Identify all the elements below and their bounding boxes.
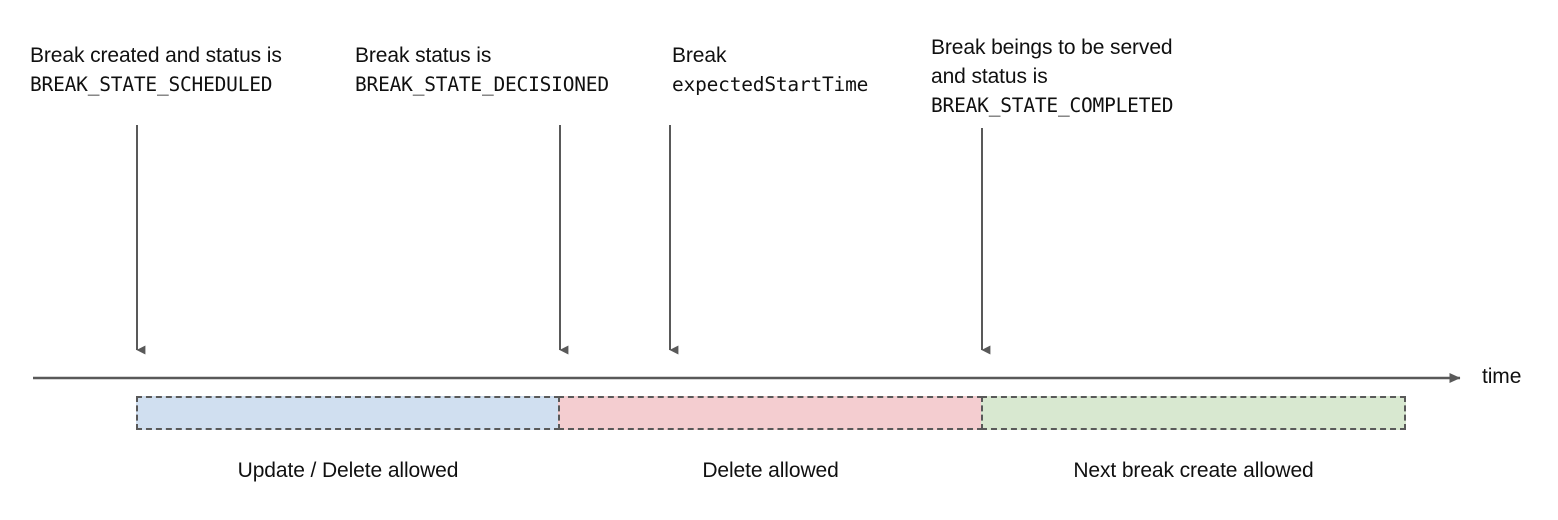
annotation-field-name: expectedStartTime [672, 73, 869, 96]
annotation-break-created: Break created and status is BREAK_STATE_… [30, 41, 282, 99]
phase-caption-scheduled: Update / Delete allowed [237, 459, 459, 482]
annotation-state-constant: BREAK_STATE_COMPLETED [931, 94, 1174, 117]
annotation-break-decisioned: Break status is BREAK_STATE_DECISIONED [355, 41, 609, 99]
annotation-expected-start-time: Break expectedStartTime [672, 41, 868, 99]
annotation-line: Break created and status is [30, 44, 282, 67]
annotation-line: Break beings to be served [931, 36, 1173, 59]
phase-caption-completed: Next break create allowed [1073, 459, 1314, 482]
phase-caption-decisioned: Delete allowed [702, 459, 839, 482]
phase-bar-decisioned [558, 396, 983, 430]
annotation-line: and status is [931, 65, 1048, 88]
annotation-break-completed: Break beings to be served and status is … [931, 33, 1174, 120]
phase-bar-scheduled [136, 396, 560, 430]
annotation-state-constant: BREAK_STATE_DECISIONED [355, 73, 609, 96]
time-axis-label: time [1482, 365, 1522, 388]
annotation-line: Break [672, 44, 727, 67]
annotation-line: Break status is [355, 44, 492, 67]
phase-bar-completed [981, 396, 1406, 430]
annotation-state-constant: BREAK_STATE_SCHEDULED [30, 73, 273, 96]
